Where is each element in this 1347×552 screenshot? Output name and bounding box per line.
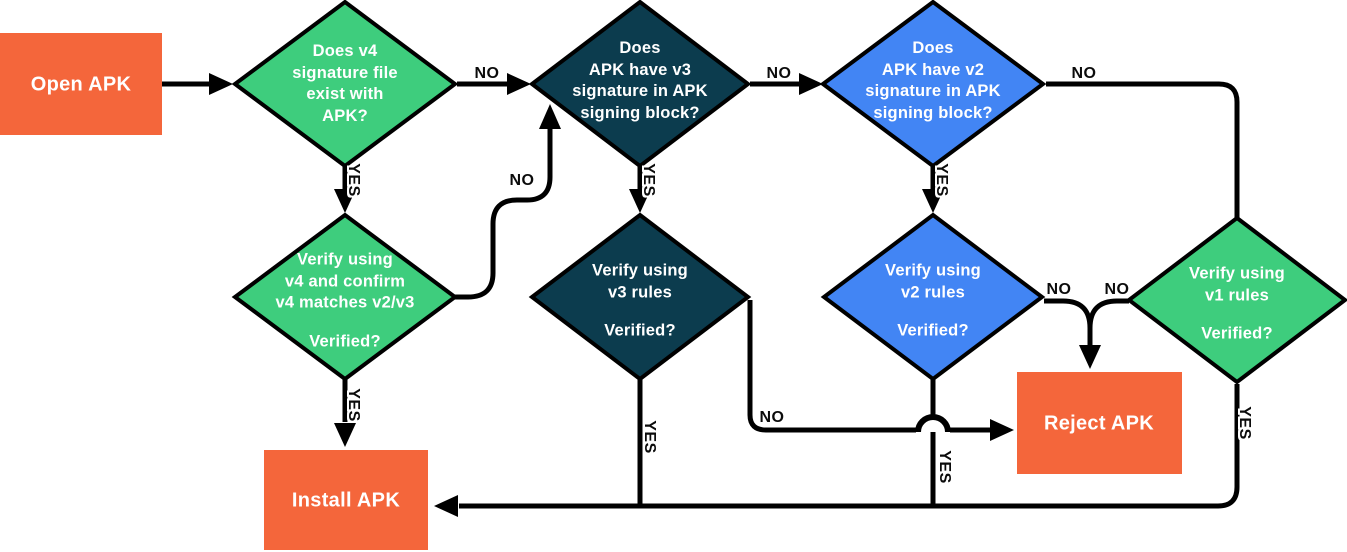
node-qv4-diamond [231,0,459,169]
edge-qv2-no [1046,81,1240,218]
node-verify-v4-diamond [231,212,459,382]
edge-vv1-yes-bottom [459,384,1240,509]
node-open-apk-box [0,33,162,135]
node-qv3-diamond [528,0,752,169]
line-hop-arc [915,414,951,433]
arrow-into-install-top [334,423,356,447]
arrow-scurve-up [539,104,561,129]
arrow-qv3-yes-down [629,189,651,213]
arrow-into-qv2 [799,73,823,95]
arrow-qv2-yes-down [922,189,944,213]
node-verify-v2-diamond [820,212,1046,382]
edge-vv1-no-merge [1087,298,1129,329]
edge-vv2-no-merge [1044,298,1093,345]
node-verify-v1-diamond [1125,215,1347,385]
edge-vv3-no-left [747,300,916,433]
arrow-into-reject-top [1079,345,1101,369]
node-qv2-diamond [819,0,1047,169]
arrow-into-qv3 [507,73,531,95]
arrow-into-reject-left [990,419,1014,441]
node-verify-v3-diamond [528,212,752,382]
arrow-into-install-right [434,495,458,517]
node-install-apk-box [264,450,428,550]
edge-vv4-no-scurve [455,129,553,300]
node-reject-apk-box [1017,372,1182,474]
arrow-into-qv4 [209,73,233,95]
arrow-qv4-yes-down [334,189,356,213]
